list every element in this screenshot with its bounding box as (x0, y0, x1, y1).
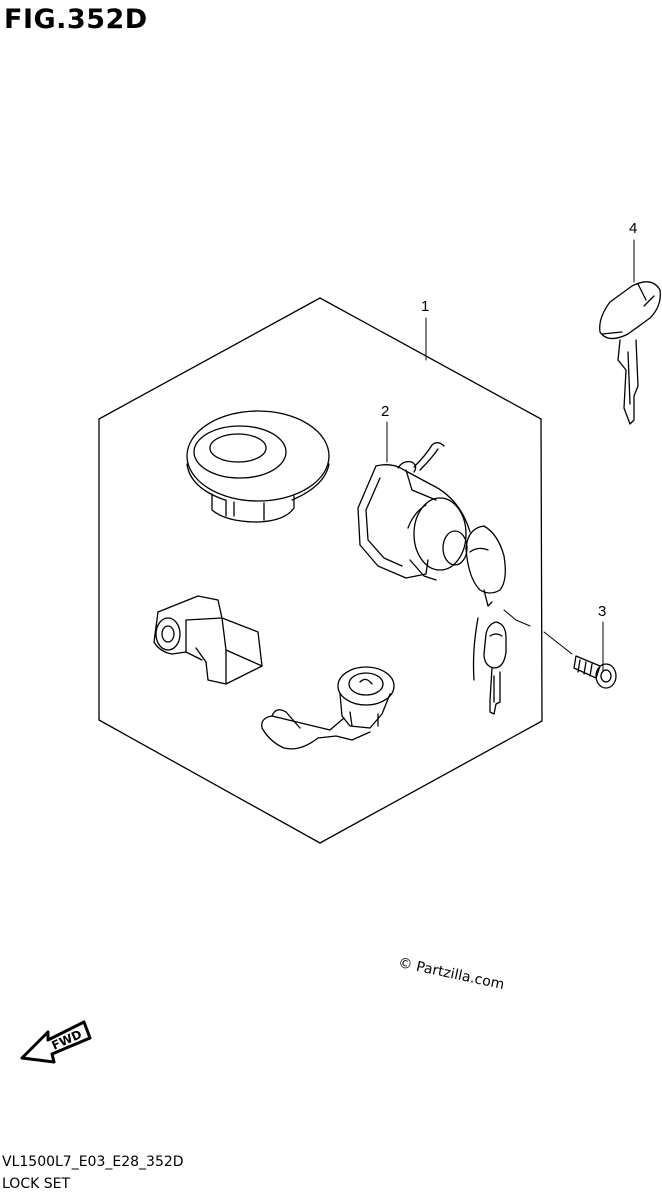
helmet-lock (261, 666, 395, 750)
blank-key (599, 281, 661, 425)
fuel-cap (186, 410, 330, 523)
callout-1: 1 (421, 298, 429, 315)
callout-4: 4 (629, 220, 637, 237)
fwd-arrow-icon: FWD (20, 1020, 92, 1064)
callout-3: 3 (598, 603, 606, 620)
diagram-name: LOCK SET (2, 1176, 71, 1192)
leader-lines (386, 239, 635, 673)
callout-2: 2 (381, 403, 389, 420)
seat-lock (153, 595, 263, 685)
figure-title: FIG.352D (4, 4, 148, 35)
bolt (573, 655, 617, 689)
lock-set-group-outline (98, 297, 543, 844)
diagram-code: VL1500L7_E03_E28_352D (2, 1154, 184, 1170)
ignition-switch (357, 442, 507, 715)
